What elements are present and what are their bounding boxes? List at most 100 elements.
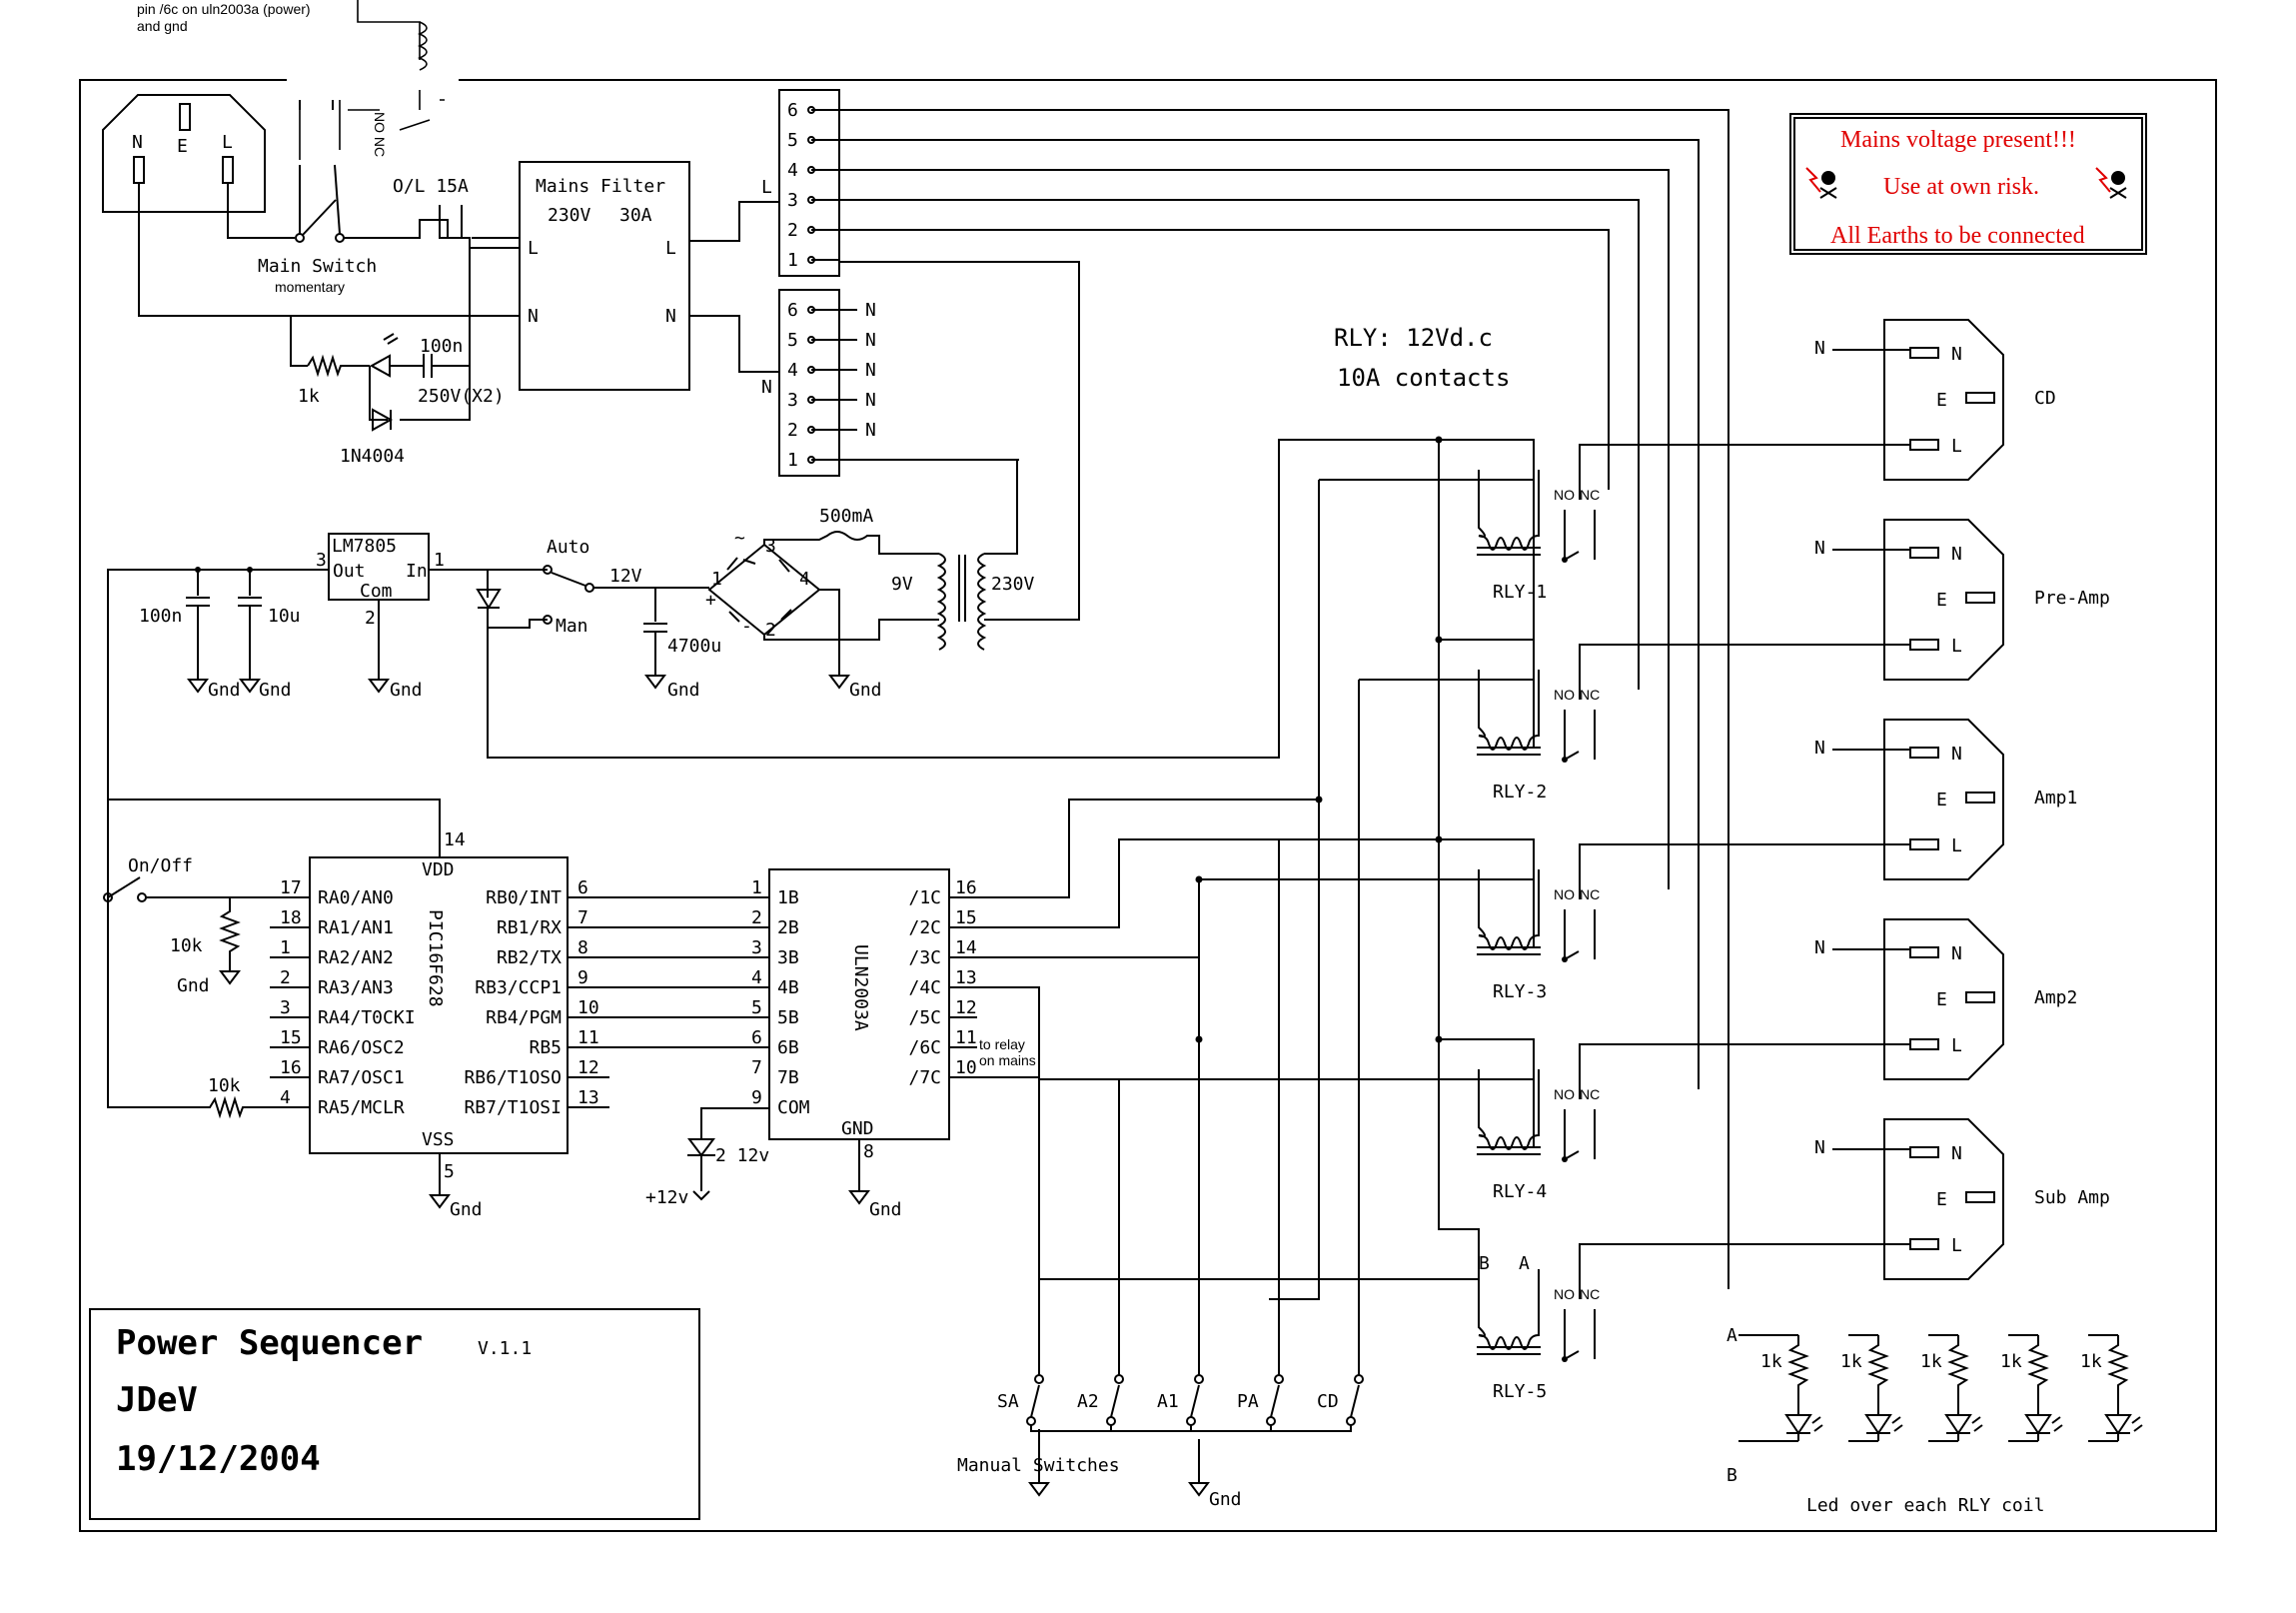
bridge-gnd: Gnd <box>849 680 882 701</box>
manual-switch-a2[interactable]: A2 <box>1077 1079 1199 1432</box>
outlet-name: Amp2 <box>2034 987 2077 1008</box>
cap1-gnd: Gnd <box>208 680 241 701</box>
relay-no: NO <box>1554 886 1575 902</box>
switch-label: A1 <box>1157 1391 1179 1412</box>
outlet-e: E <box>1936 390 1947 411</box>
bus-wire <box>839 199 1640 690</box>
switch-contact <box>1274 1374 1284 1384</box>
uln-pin-label: /1C <box>908 887 941 908</box>
switch-blade <box>1030 1384 1040 1418</box>
outlet-body <box>1883 719 2004 880</box>
led-1: 1k <box>1760 1334 1823 1442</box>
manual-switch-cd[interactable]: CD <box>1199 800 1364 1432</box>
svg-text:~: ~ <box>734 528 745 549</box>
svg-text:2: 2 <box>365 608 376 629</box>
led-5: 1k <box>2080 1334 2143 1442</box>
uln-output-wire <box>977 838 1479 928</box>
bus-wire <box>839 229 1610 490</box>
outlet-e-pin <box>1965 991 1995 1003</box>
led-resistor <box>1787 1335 1809 1415</box>
outlet-body <box>1883 1118 2004 1280</box>
led-symbol <box>1784 1414 1823 1441</box>
pic-pin-number: 11 <box>577 1027 599 1048</box>
terminal-n-label: N <box>865 330 876 351</box>
uln-pin-label: 4B <box>777 977 799 998</box>
svg-text:Out: Out <box>333 561 366 582</box>
svg-text:-: - <box>741 616 752 637</box>
outlet-body <box>1883 319 2004 481</box>
manual-switch-a1[interactable]: A1 <box>1157 879 1204 1432</box>
bus-wire <box>839 139 1700 1089</box>
pic-pin-number: 10 <box>577 997 599 1018</box>
bus-wire <box>839 169 1670 889</box>
bus-wire <box>839 109 1729 1289</box>
outlet-wire <box>1579 1148 1910 1299</box>
outlet-e-pin <box>1965 1191 1995 1203</box>
uln-pin-number: 4 <box>751 967 762 988</box>
pic-pin-number: 17 <box>280 877 302 898</box>
outlet-l: L <box>1951 835 1962 856</box>
outlet-body <box>1883 519 2004 681</box>
outlet-l: L <box>1951 636 1962 657</box>
svg-text:1: 1 <box>434 550 445 571</box>
uln-gnd-label: Gnd <box>869 1199 902 1220</box>
uln-pin-label: 3B <box>777 947 799 968</box>
pic-pin-label: RB3/CCP1 <box>475 977 562 998</box>
regulator: LM7805 Out In Com 3 1 2 <box>316 533 445 629</box>
uln-gnd-pin: 8 <box>863 1141 874 1162</box>
uln-pin-number: 12 <box>955 997 977 1018</box>
relay-spec-line2: 10A contacts <box>1337 364 1510 392</box>
author-text: JDeV <box>116 1380 198 1420</box>
uln-pin-number: 7 <box>751 1057 762 1078</box>
pic-pin-number: 9 <box>577 967 588 988</box>
inlet-n: N <box>132 132 143 153</box>
outlet-n-pin <box>1909 347 1939 359</box>
switch-blade <box>1110 1384 1120 1418</box>
title-text: Power Sequencer <box>116 1323 423 1363</box>
svg-text:+: + <box>705 590 716 611</box>
manual-switch-pa[interactable]: PA <box>1199 839 1284 1432</box>
uln-output-wire <box>977 986 1535 1147</box>
led-res-label: 1k <box>1840 1351 1862 1372</box>
relay-pivot <box>1562 1356 1568 1362</box>
led-2: 1k <box>1840 1334 1903 1442</box>
outlet-n-pin <box>1909 1146 1939 1158</box>
switch-contact <box>1034 1374 1044 1384</box>
svg-text:1: 1 <box>711 569 722 590</box>
mclr-res: 10k <box>208 1075 241 1096</box>
pic-pin-label: RA1/AN1 <box>318 917 394 938</box>
outlet-name: CD <box>2034 388 2056 409</box>
top-note-line1: pin /6c on uln2003a (power) <box>137 1 311 17</box>
svg-text:VDD: VDD <box>422 859 455 880</box>
terminal-pin-label: 5 <box>787 130 798 151</box>
outlet-l-pin <box>1909 838 1939 850</box>
pic-pin-label: RB1/RX <box>497 917 562 938</box>
outlet-n-in: N <box>1814 937 1825 958</box>
term-neutral-side: N <box>761 377 772 398</box>
uln-output-wire <box>977 1076 1480 1294</box>
ind-res-label: 1k <box>298 386 320 407</box>
manual-gnd: Gnd <box>1209 1489 1242 1510</box>
outlet-n: N <box>1951 744 1962 765</box>
svg-text:L: L <box>528 238 539 259</box>
bulk-cap-label: 4700u <box>667 636 721 657</box>
cap2-label: 10u <box>268 606 301 627</box>
skull-icon <box>2095 167 2127 199</box>
outlet-l-pin <box>1909 639 1939 651</box>
led-caption: Led over each RLY coil <box>1806 1495 2044 1516</box>
uln-note2: on mains <box>979 1052 1036 1068</box>
led-3: 1k <box>1920 1334 1983 1442</box>
bus-wire <box>1438 440 1480 1269</box>
outlet-e: E <box>1936 1189 1947 1210</box>
uln-pin-label: 6B <box>777 1037 799 1058</box>
uln-pin-number: 5 <box>751 997 762 1018</box>
outlet-wire <box>1579 948 1910 1099</box>
outlet-body <box>1883 918 2004 1080</box>
ind-cap-label: 100n <box>420 336 463 357</box>
